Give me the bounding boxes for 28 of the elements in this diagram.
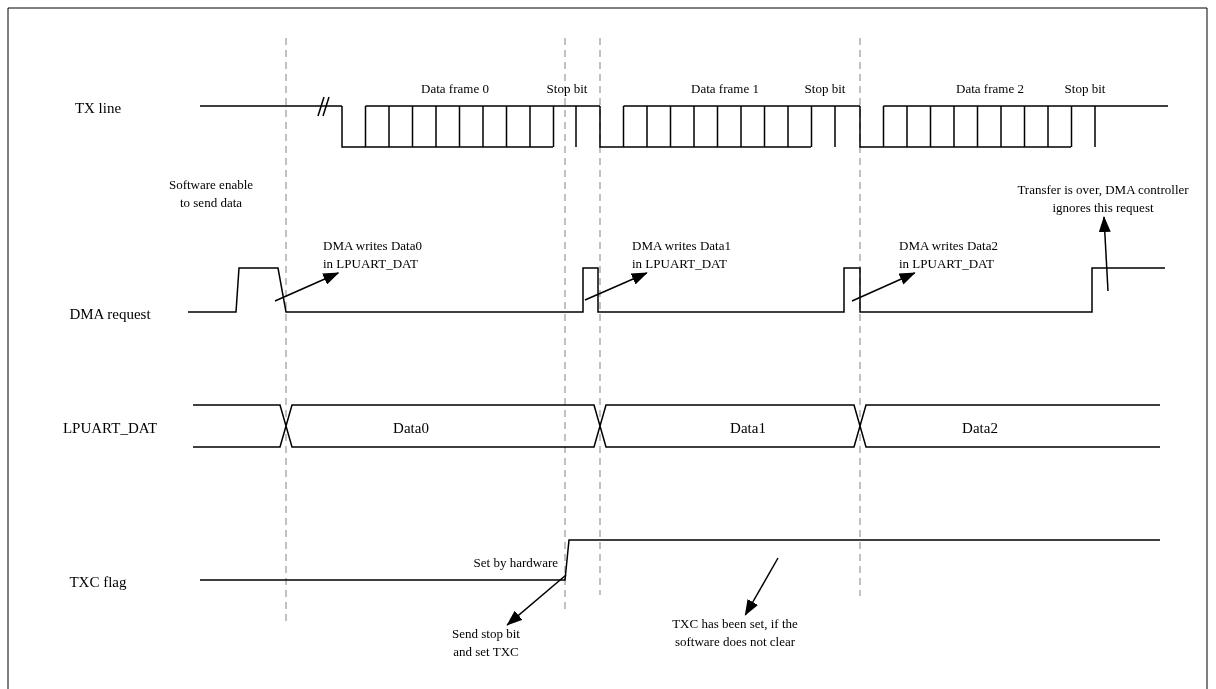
annotation-text: DMA writes Data2 in LPUART_DAT	[899, 237, 1011, 273]
arrow	[1098, 216, 1111, 292]
signal-name: TX line	[74, 99, 122, 118]
signal-name: TXC flag	[69, 573, 127, 592]
arrow	[274, 272, 340, 302]
data-value-label: Data1	[730, 419, 766, 438]
annotation-text: DMA writes Data1 in LPUART_DAT	[632, 237, 744, 273]
frame-label: Data frame 0	[421, 80, 489, 98]
txc-flag-waveform	[199, 539, 1161, 581]
arrow	[506, 574, 567, 626]
arrow	[851, 272, 916, 302]
frame-label: Stop bit	[1064, 80, 1106, 98]
data-value-label: Data0	[393, 419, 429, 438]
arrow	[584, 272, 648, 301]
annotation-text: Transfer is over, DMA controller ignores this request	[1008, 181, 1198, 217]
arrow	[744, 557, 779, 616]
frame-label: Data frame 1	[691, 80, 759, 98]
data-value-label: Data2	[962, 419, 998, 438]
annotation-text: Software enable to send data	[167, 176, 255, 212]
signal-name: DMA request	[69, 305, 151, 324]
annotation-text: Send stop bit and set TXC	[444, 625, 528, 661]
frame-label: Data frame 2	[956, 80, 1024, 98]
annotation-text: TXC has been set, if the software does not clear	[655, 615, 815, 651]
frame-label: Stop bit	[546, 80, 588, 98]
annotation-text: Set by hardware	[473, 554, 558, 572]
frame-label: Stop bit	[804, 80, 846, 98]
signal-name: LPUART_DAT	[62, 419, 158, 438]
annotation-text: DMA writes Data0 in LPUART_DAT	[323, 237, 435, 273]
